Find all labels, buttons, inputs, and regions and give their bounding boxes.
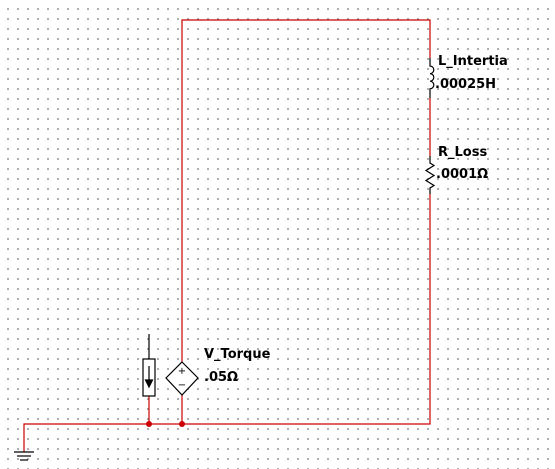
vsource-name-label: V_Torque xyxy=(204,347,271,362)
inductor-icon[interactable] xyxy=(429,58,435,98)
wire-top-loop[interactable] xyxy=(181,19,431,362)
current-sensor-icon[interactable] xyxy=(142,334,156,397)
junction-dot-left xyxy=(146,421,152,427)
resistor-value-label: .0001Ω xyxy=(436,167,488,182)
inductor-value-label: .00025H xyxy=(435,77,496,92)
inductor-name-label: L_Intertia xyxy=(438,54,508,69)
source-minus-sign: − xyxy=(178,380,186,391)
vsource-value-label: .05Ω xyxy=(204,370,238,385)
junction-dot-right xyxy=(179,421,185,427)
ground-icon[interactable] xyxy=(14,451,34,461)
dependent-voltage-source-icon[interactable] xyxy=(165,361,199,396)
resistor-icon[interactable] xyxy=(424,156,436,194)
wire-right-return[interactable] xyxy=(23,194,431,452)
resistor-name-label: R_Loss xyxy=(438,145,487,160)
source-plus-sign: + xyxy=(178,366,186,377)
wires xyxy=(23,19,431,452)
